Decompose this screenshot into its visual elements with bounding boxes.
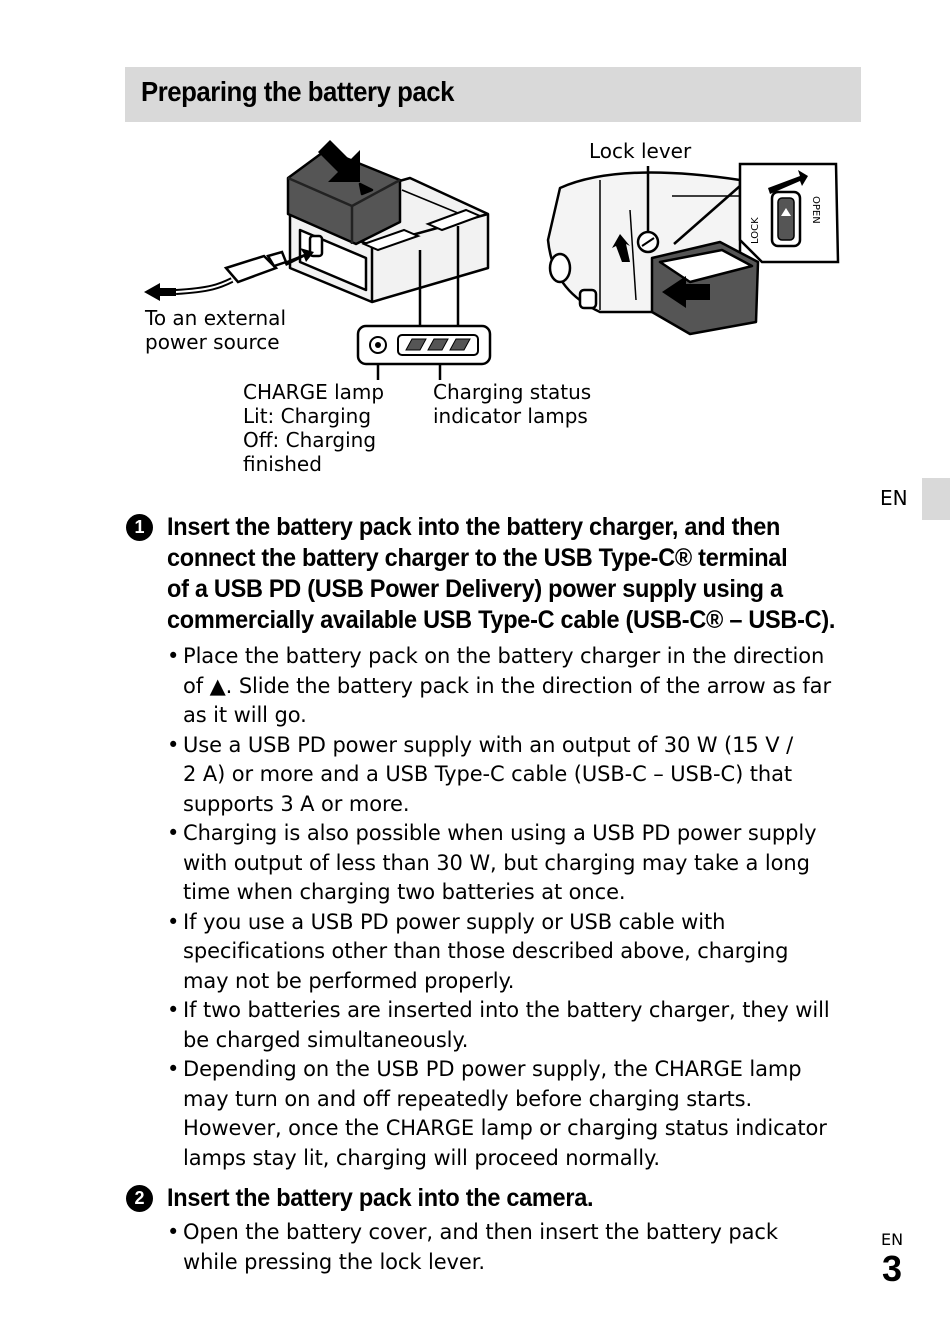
bullet-line: Depending on the USB PD power supply, th… bbox=[183, 1057, 802, 1081]
bullet-item: • Use a USB PD power supply with an outp… bbox=[167, 731, 867, 820]
step-heading-line: Insert the battery pack into the camera. bbox=[167, 1184, 594, 1212]
bullet-item: • If you use a USB PD power supply or US… bbox=[167, 908, 867, 997]
bullet-line: However, once the CHARGE lamp or chargin… bbox=[183, 1116, 827, 1140]
bullet-line: while pressing the lock lever. bbox=[183, 1249, 485, 1274]
bullet-item: • Place the battery pack on the battery … bbox=[167, 642, 867, 731]
bullet-line: supports 3 A or more. bbox=[183, 791, 410, 816]
bullet-line: may not be performed properly. bbox=[183, 968, 515, 993]
bullet-dot-icon: • bbox=[167, 1057, 180, 1081]
bullet-line: time when charging two batteries at once… bbox=[183, 880, 626, 904]
page-number: 3 bbox=[882, 1248, 903, 1289]
step-number: 1 bbox=[126, 514, 153, 541]
step-1-bullets: • Place the battery pack on the battery … bbox=[167, 642, 867, 1173]
bullet-line: lamps stay lit, charging will proceed no… bbox=[183, 1145, 660, 1170]
battery-pack-image bbox=[286, 148, 402, 246]
label-external-power-2: power source bbox=[145, 330, 280, 354]
insert-arrow-icon bbox=[318, 140, 360, 182]
label-external-power-1: To an external bbox=[145, 306, 286, 330]
step-heading-line: connect the battery charger to the USB T… bbox=[167, 544, 788, 572]
label-charging-status-2: indicator lamps bbox=[433, 404, 588, 428]
label-charge-lamp-1: CHARGE lamp bbox=[243, 380, 385, 404]
battery-insert-arrow-icon bbox=[662, 276, 710, 308]
step-heading-line: commercially available USB Type-C cable … bbox=[167, 606, 836, 634]
label-charge-lamp-3: Off: Charging bbox=[243, 428, 377, 452]
bullet-item: • Depending on the USB PD power supply, … bbox=[167, 1055, 867, 1173]
bullet-dot-icon: • bbox=[167, 909, 180, 934]
bullet-line: be charged simultaneously. bbox=[183, 1027, 469, 1052]
open-mark: OPEN bbox=[810, 196, 821, 224]
bullet-line: may turn on and off repeatedly before ch… bbox=[183, 1086, 753, 1111]
bullet-dot-icon: • bbox=[167, 732, 180, 757]
bullet-line: Place the battery pack on the battery ch… bbox=[183, 644, 825, 668]
label-charging-status-1: Charging status bbox=[433, 380, 592, 404]
label-charge-lamp-4: finished bbox=[243, 452, 322, 476]
step-heading: Insert the battery pack into the camera. bbox=[167, 1183, 867, 1214]
language-side-tab bbox=[922, 478, 950, 520]
step-heading: Insert the battery pack into the battery… bbox=[167, 512, 867, 636]
external-power-arrow-icon bbox=[144, 283, 176, 301]
battery-charging-illustration: OPEN LOCK bbox=[144, 140, 840, 380]
label-charge-lamp-2: Lit: Charging bbox=[243, 404, 372, 428]
lock-mark: LOCK bbox=[750, 217, 761, 244]
step-2-bullets: • Open the battery cover, and then inser… bbox=[167, 1218, 867, 1277]
bullet-line: specifications other than those describe… bbox=[183, 939, 789, 963]
bullet-line: as it will go. bbox=[183, 703, 307, 727]
language-tag: EN bbox=[880, 486, 908, 510]
lock-lever-push-arrow-icon bbox=[612, 234, 630, 262]
bullet-line: of ▲. Slide the battery pack in the dire… bbox=[183, 673, 831, 698]
lock-detail-inset: OPEN LOCK bbox=[673, 162, 840, 264]
bullet-line: Open the battery cover, and then insert … bbox=[183, 1220, 778, 1244]
bullet-item: • If two batteries are inserted into the… bbox=[167, 996, 867, 1055]
footer-language: EN bbox=[881, 1230, 904, 1249]
section-header-band bbox=[125, 67, 861, 122]
step-heading-line: Insert the battery pack into the battery… bbox=[167, 513, 781, 541]
bullet-dot-icon: • bbox=[167, 644, 180, 668]
page-title: Preparing the battery pack bbox=[141, 76, 455, 107]
bullet-line: 2 A) or more and a USB Type-C cable (USB… bbox=[183, 762, 792, 786]
step-heading-line: of a USB PD (USB Power Delivery) power s… bbox=[167, 575, 783, 603]
usb-cable-image bbox=[175, 250, 288, 295]
bullet-dot-icon: • bbox=[167, 1220, 180, 1244]
bullet-line: with output of less than 30 W, but charg… bbox=[183, 850, 810, 875]
bullet-item: • Charging is also possible when using a… bbox=[167, 819, 867, 908]
bullet-line: If you use a USB PD power supply or USB … bbox=[183, 909, 726, 934]
step-number: 2 bbox=[126, 1185, 153, 1212]
bullet-line: Use a USB PD power supply with an output… bbox=[183, 732, 794, 757]
bullet-dot-icon: • bbox=[167, 821, 180, 845]
bullet-item: • Open the battery cover, and then inser… bbox=[167, 1218, 867, 1277]
bullet-dot-icon: • bbox=[167, 998, 180, 1022]
bullet-line: Charging is also possible when using a U… bbox=[183, 821, 817, 845]
bullet-line: If two batteries are inserted into the b… bbox=[183, 998, 830, 1022]
label-lock-lever: Lock lever bbox=[589, 139, 692, 163]
cable-direction-arrow-icon bbox=[284, 248, 314, 266]
